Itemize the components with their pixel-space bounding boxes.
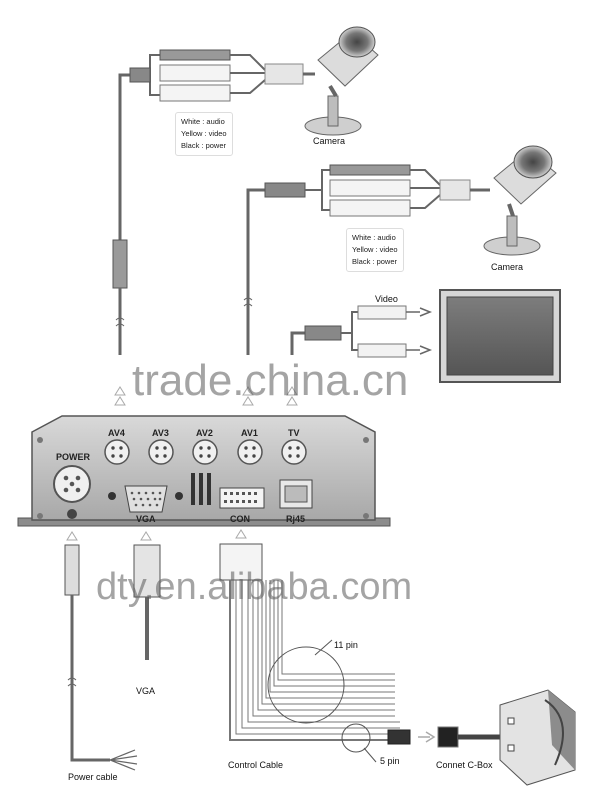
legend-line: Yellow : video [352, 245, 398, 254]
tv-video-cable [290, 305, 433, 358]
watermark-2: dty.en.alibaba.com [96, 566, 413, 608]
vga-cable [133, 531, 161, 665]
control-cable-label: Control Cable [228, 760, 284, 770]
legend-line: Black : power [352, 257, 398, 266]
legend-line: Black : power [181, 141, 227, 150]
legend-line: White : audio [181, 117, 225, 126]
port-label-tv: TV [288, 428, 300, 438]
power-cable [64, 531, 138, 771]
watermark-1: trade.china.cn [132, 356, 409, 405]
camera-2-label: Camera [491, 262, 524, 272]
port-label-av4: AV4 [108, 428, 125, 438]
camera-2-icon [483, 145, 557, 256]
port-label-av3: AV3 [152, 428, 169, 438]
port-label-power: POWER [56, 452, 91, 462]
camera-1-cable [112, 49, 315, 355]
monitor-icon [439, 289, 561, 383]
vga-cable-label: VGA [136, 686, 156, 696]
camera-1-label: Camera [313, 136, 346, 146]
port-label-av1: AV1 [241, 428, 258, 438]
pin11-label: 11 pin [334, 640, 358, 650]
port-label-con: CON [230, 514, 250, 524]
legend-line: Yellow : video [181, 129, 227, 138]
cbox-label: Connet C-Box [436, 760, 493, 770]
c-box-icon [499, 689, 576, 786]
port-label-rj45: Rj45 [286, 514, 306, 524]
camera-1-legend: White : audio Yellow : video Black : pow… [175, 112, 233, 156]
camera-1-icon [304, 26, 379, 136]
legend-line: White : audio [352, 233, 396, 242]
port-label-av2: AV2 [196, 428, 213, 438]
pin5-label: 5 pin [380, 756, 400, 766]
dvr-device [17, 415, 391, 527]
camera-2-cable [243, 164, 490, 355]
power-cable-label: Power cable [68, 772, 118, 782]
input-arrows [114, 386, 298, 406]
control-cable [219, 529, 505, 763]
video-label: Video [375, 294, 398, 304]
port-label-vga: VGA [136, 514, 156, 524]
camera-2-legend: White : audio Yellow : video Black : pow… [346, 228, 404, 272]
